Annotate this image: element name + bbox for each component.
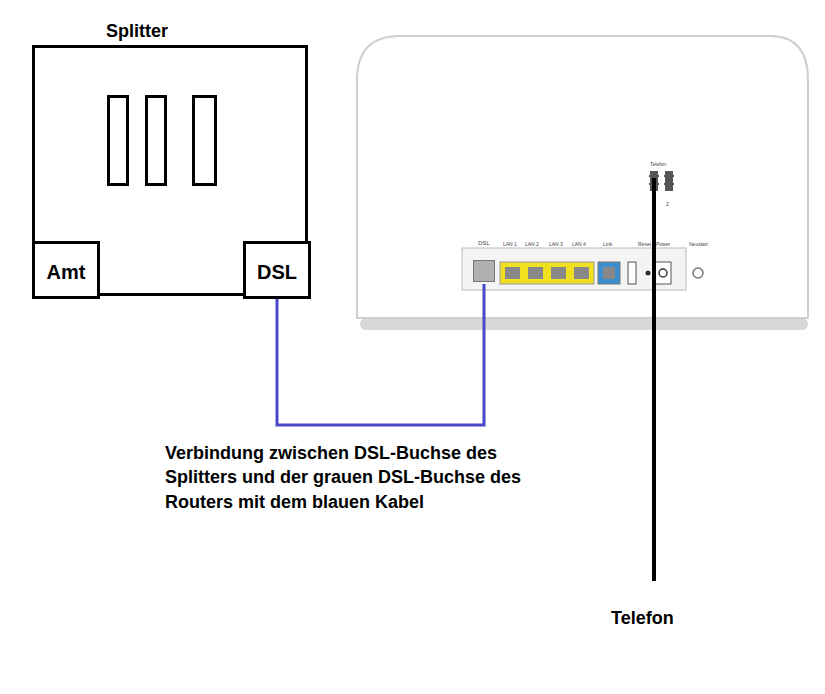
port-label: Link	[603, 241, 612, 248]
usb-slot	[628, 262, 636, 284]
power-socket	[655, 262, 671, 284]
caption-note: Verbindung zwischen DSL-Buchse des Split…	[165, 441, 570, 514]
port-label: Reset	[638, 241, 651, 248]
grey-dsl-socket	[473, 260, 495, 282]
link-port-socket	[603, 267, 615, 279]
link-port	[598, 262, 620, 284]
splitter-box: SplitterAmtDSL	[32, 45, 308, 296]
power-socket-pin	[659, 269, 667, 277]
node-label: Splitter	[106, 21, 168, 42]
restart-button	[693, 268, 703, 278]
phone-label: Telefon	[611, 606, 674, 630]
node-label: DSL	[478, 240, 490, 246]
blue-cable	[277, 284, 484, 425]
port-label: 2	[666, 201, 669, 208]
router-dsl-port: DSL	[472, 240, 496, 284]
splitter-slot	[145, 95, 167, 186]
port-label: Telefon	[650, 161, 666, 168]
splitter-socket: DSL	[243, 241, 311, 299]
port-label: LAN 3	[549, 241, 563, 248]
port-label: LAN 1	[503, 241, 517, 248]
port-label: LAN 2	[525, 241, 539, 248]
port-label: Neustart	[689, 241, 708, 248]
router-body	[357, 36, 808, 318]
port-label: Power	[656, 241, 670, 248]
splitter-socket: Amt	[32, 241, 100, 299]
phone-cable	[652, 178, 656, 581]
lan-ports	[500, 262, 594, 284]
port-label: LAN 4	[572, 241, 586, 248]
reset-hole	[646, 271, 651, 276]
node-label: Amt	[47, 261, 86, 284]
node-label: DSL	[257, 261, 297, 284]
splitter-slot	[192, 95, 217, 186]
router-shadow	[360, 318, 808, 330]
splitter-slot	[107, 95, 129, 186]
